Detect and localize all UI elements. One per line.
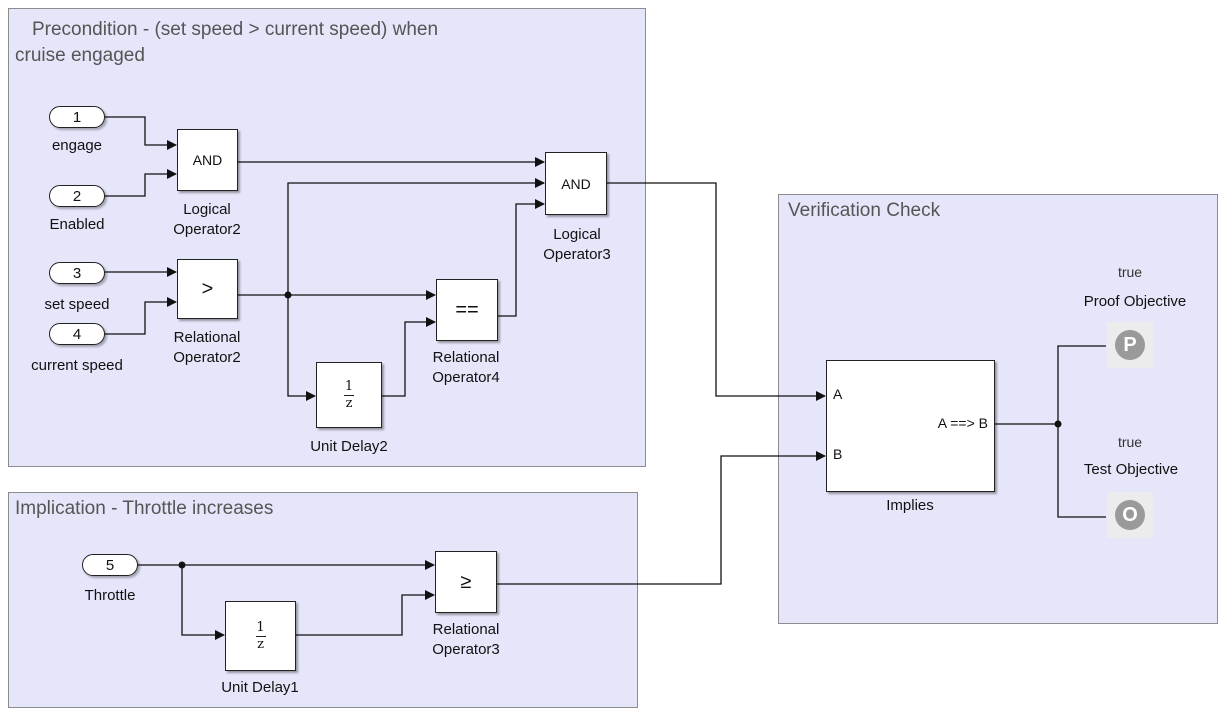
unit-delay2-block[interactable]: 1 z: [316, 362, 382, 428]
line-in4-gt: [105, 297, 177, 335]
inport-5[interactable]: 5: [82, 554, 138, 576]
line-ge-implies: [497, 451, 826, 585]
implies-label: Implies: [886, 497, 934, 514]
relational-operator3-symbol: ≥: [460, 570, 472, 593]
unit-delay1-transfer-fn: 1 z: [255, 619, 266, 652]
relational-operator4-label: Relational Operator4: [432, 349, 500, 386]
relational-operator4-block[interactable]: ==: [436, 279, 498, 341]
unit-delay2-transfer-fn: 1 z: [344, 378, 354, 411]
implies-port-b: B: [833, 446, 843, 462]
test-objective-icon: O: [1115, 500, 1145, 530]
relational-operator2-block[interactable]: >: [177, 259, 238, 319]
unit-delay1-block[interactable]: 1 z: [225, 601, 296, 671]
implies-expression: A ==> B: [937, 415, 988, 431]
inport-4-label: current speed: [31, 357, 123, 374]
inport-2-label: Enabled: [49, 216, 105, 233]
relational-operator2-label: Relational Operator2: [173, 329, 241, 366]
inport-2[interactable]: 2: [49, 185, 105, 207]
inport-1-label: engage: [51, 137, 103, 154]
inport-4-number: 4: [72, 325, 82, 343]
branch-point-1: [284, 291, 292, 299]
inport-2-number: 2: [72, 187, 82, 205]
branch-point-2: [178, 561, 186, 569]
inport-3-label: set speed: [44, 296, 110, 313]
line-in1-and1: [105, 116, 177, 150]
implies-block[interactable]: A B A ==> B: [826, 360, 995, 492]
relational-operator2-symbol: >: [201, 277, 214, 300]
unit-delay2-label: Unit Delay2: [310, 438, 388, 455]
test-objective-value: true: [1117, 434, 1143, 450]
precondition-area-title: Precondition - (set speed > current spee…: [15, 19, 439, 66]
unit-delay1-label: Unit Delay1: [221, 679, 299, 696]
logical-operator2-label: Logical Operator2: [173, 201, 241, 238]
implies-port-a: A: [833, 386, 843, 402]
relational-operator3-label: Relational Operator3: [432, 621, 500, 658]
relational-operator3-block[interactable]: ≥: [435, 551, 497, 613]
unit-delay2-numerator: 1: [344, 378, 354, 394]
logical-operator3-block[interactable]: AND: [545, 152, 607, 215]
test-objective-label: Test Objective: [1083, 461, 1179, 478]
unit-delay1-denominator: z: [257, 636, 264, 652]
line-to-proof: [1057, 345, 1106, 424]
line-branch-and2: [287, 182, 544, 295]
line-in5-delay1: [181, 565, 225, 640]
line-delay1-ge: [296, 590, 435, 636]
inport-1[interactable]: 1: [49, 106, 105, 128]
inport-3[interactable]: 3: [49, 262, 105, 284]
inport-5-label: Throttle: [84, 587, 136, 604]
relational-operator4-symbol: ==: [455, 298, 479, 321]
logical-operator2-text: AND: [192, 152, 223, 168]
implication-area[interactable]: Implication - Throttle increases: [8, 492, 638, 708]
proof-objective-block[interactable]: P: [1107, 322, 1153, 368]
implication-area-title: Implication - Throttle increases: [15, 498, 274, 519]
line-branch-delay2: [287, 295, 316, 401]
unit-delay1-numerator: 1: [256, 619, 265, 635]
proof-objective-label: Proof Objective: [1083, 293, 1187, 310]
line-to-test: [1057, 424, 1106, 518]
line-delay2-eq: [382, 317, 436, 397]
verification-area-title: Verification Check: [788, 200, 941, 221]
line-in2-and1: [105, 169, 177, 197]
logical-operator2-block[interactable]: AND: [177, 129, 238, 191]
inport-5-number: 5: [105, 556, 115, 574]
logical-operator3-text: AND: [561, 175, 591, 192]
unit-delay1-fraction-bar: [255, 635, 266, 637]
line-and2-implies: [607, 182, 826, 401]
inport-4[interactable]: 4: [49, 323, 105, 345]
unit-delay2-denominator: z: [345, 395, 353, 411]
logical-operator3-label: Logical Operator3: [543, 226, 611, 263]
unit-delay2-fraction-bar: [344, 394, 354, 396]
line-eq-and2: [498, 199, 545, 317]
proof-objective-value: true: [1117, 264, 1143, 280]
test-objective-block[interactable]: O: [1107, 492, 1153, 538]
proof-objective-icon: P: [1115, 330, 1145, 360]
inport-3-number: 3: [72, 264, 82, 282]
inport-1-number: 1: [72, 108, 82, 126]
branch-point-3: [1054, 420, 1062, 428]
